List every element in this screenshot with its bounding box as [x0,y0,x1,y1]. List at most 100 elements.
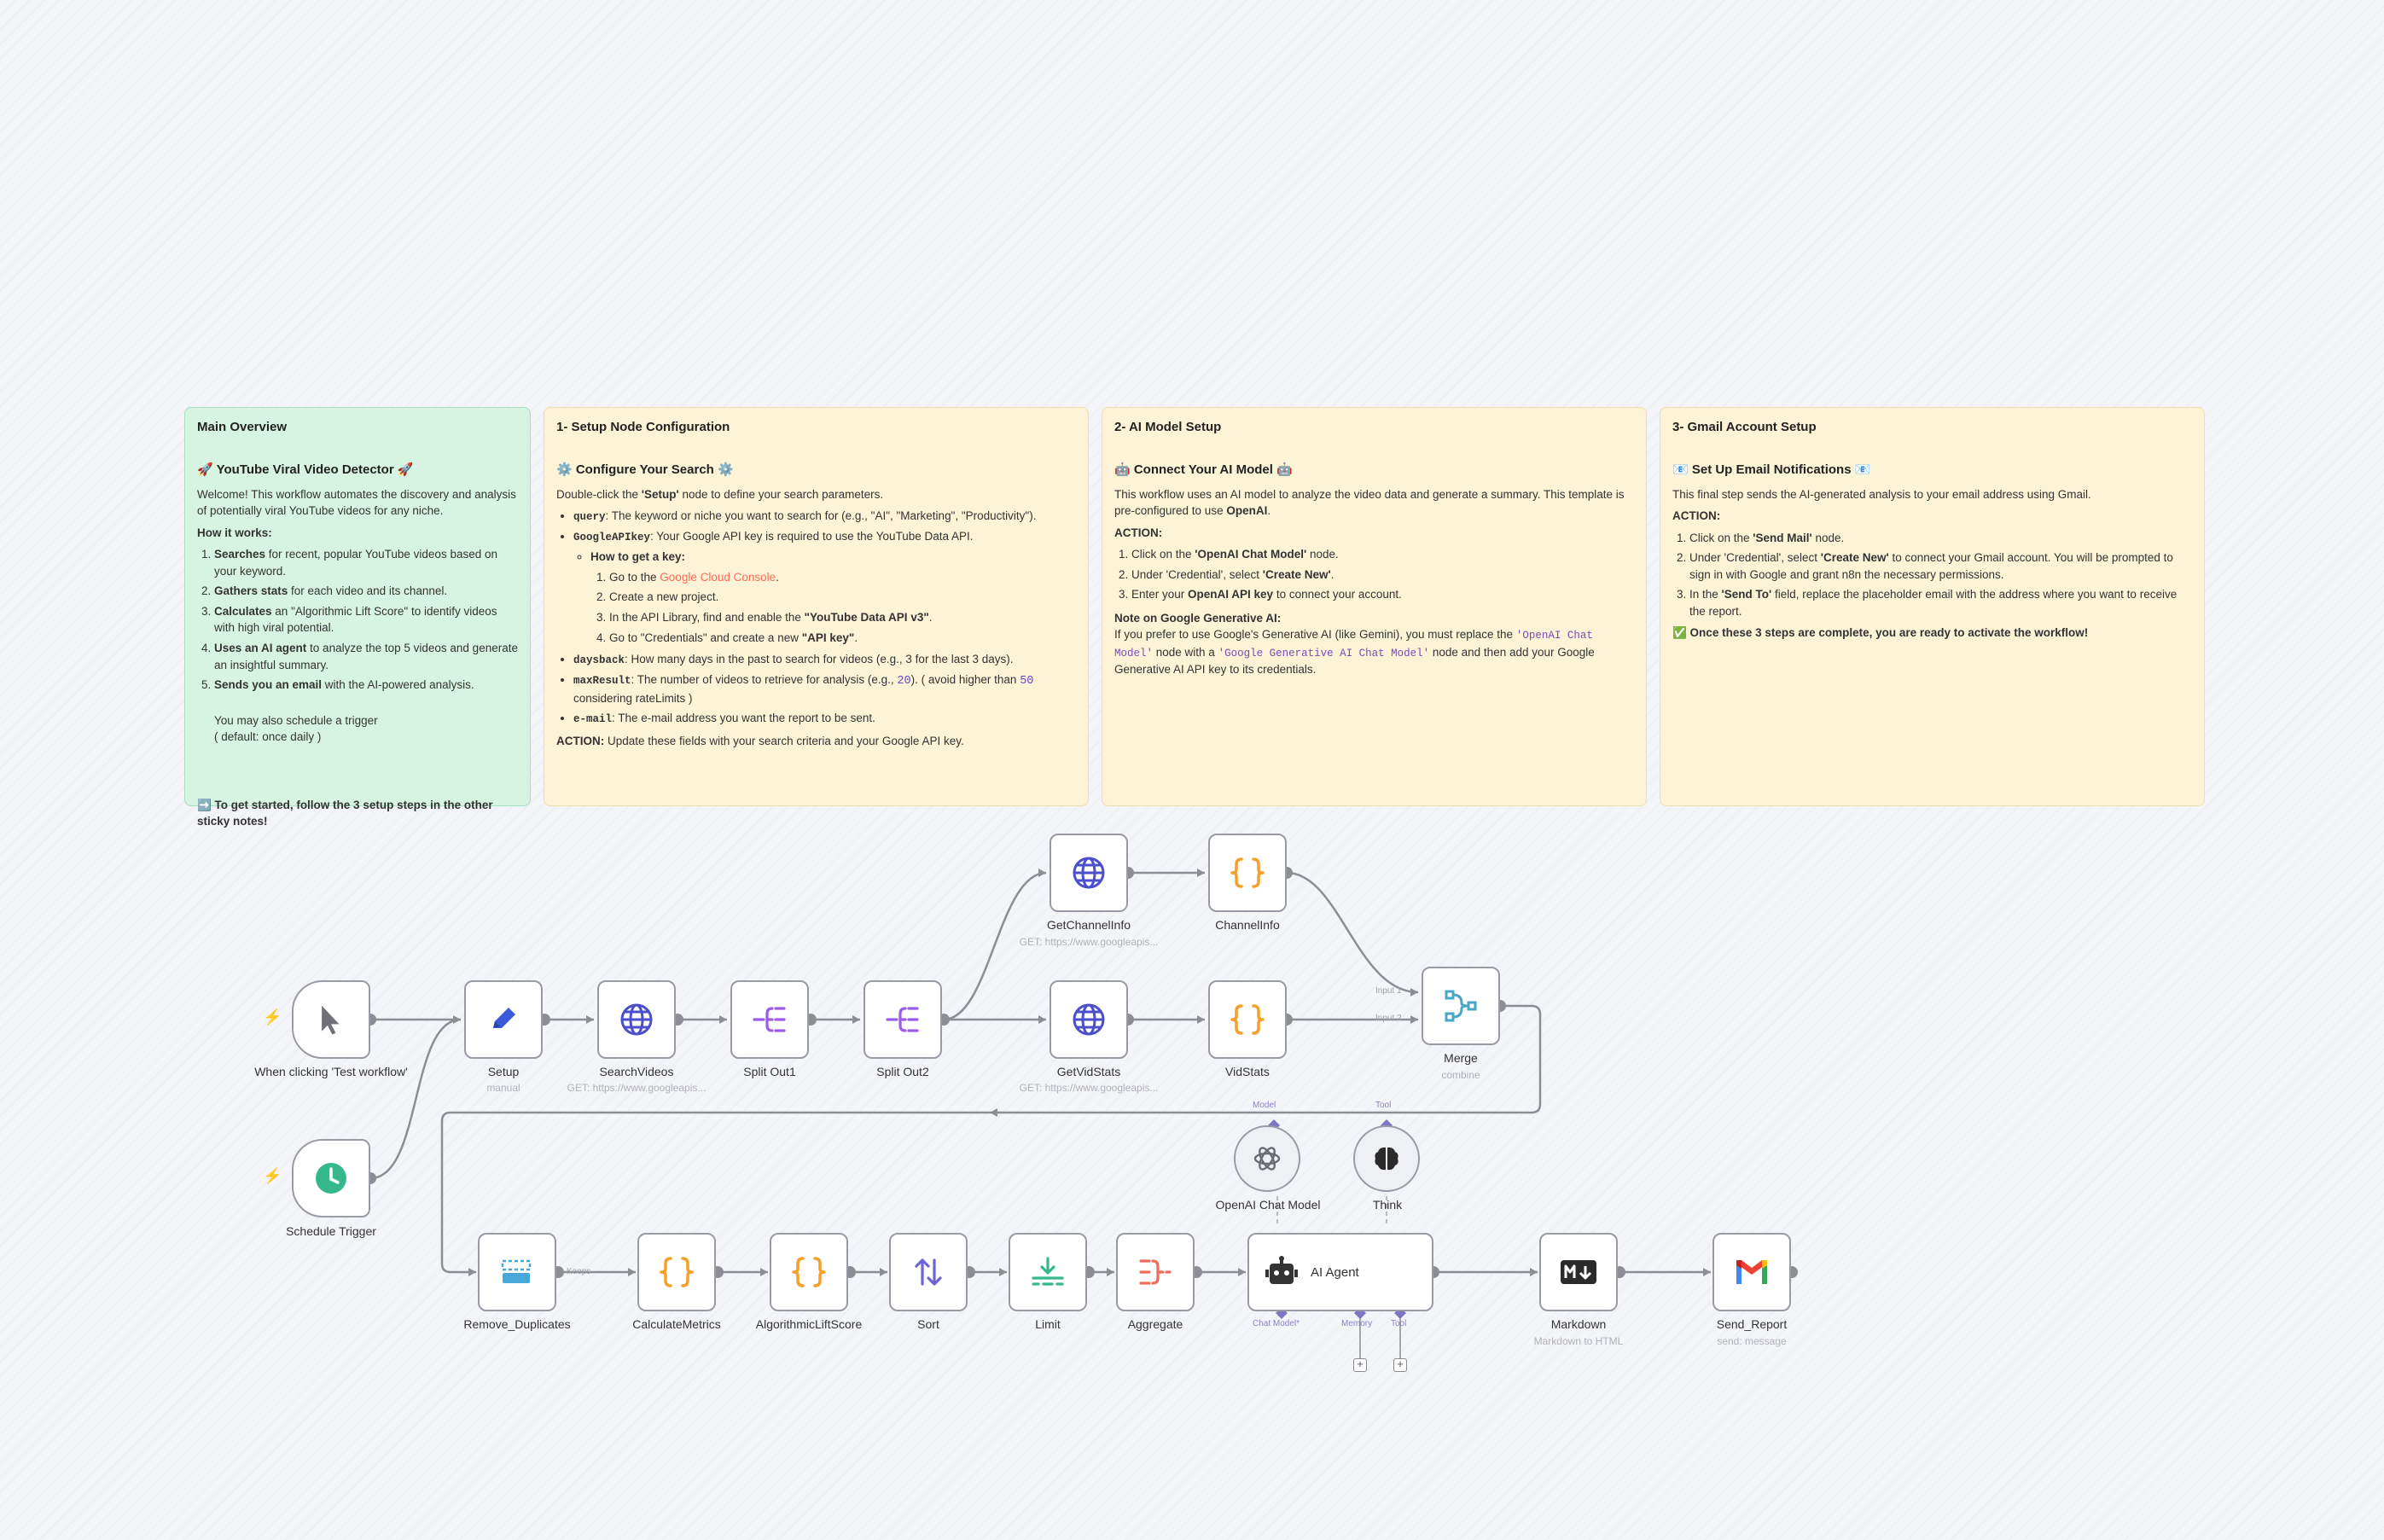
sticky-note-overview[interactable]: Main Overview 🚀 YouTube Viral Video Dete… [184,407,531,828]
brain-icon [1375,1147,1398,1171]
split-icon [886,1007,919,1032]
note-intro: Double-click the 'Setup' node to define … [556,487,884,501]
node-label: Remove_Duplicates [463,1317,571,1331]
list-item: Under 'Credential', select 'Create New'. [1131,567,1634,584]
limit-icon [1032,1257,1064,1286]
node-schedule-trigger[interactable] [292,1139,370,1217]
globe-icon [620,1003,653,1036]
note-heading: 📧 Set Up Email Notifications 📧 [1672,462,1871,477]
node-get-vid-stats[interactable] [1050,980,1128,1059]
node-label: VidStats [1225,1065,1270,1078]
note-heading: 🚀 YouTube Viral Video Detector 🚀 [197,462,414,477]
node-label: When clicking 'Test workflow' [254,1065,408,1078]
node-manual-trigger[interactable] [292,980,370,1059]
node-get-channel-info[interactable] [1050,834,1128,912]
node-sublabel: manual [486,1082,520,1094]
node-calculate-metrics[interactable] [637,1233,716,1311]
node-label: CalculateMetrics [632,1317,721,1331]
node-setup[interactable] [464,980,543,1059]
add-memory-button[interactable]: + [1353,1358,1367,1372]
ai-agent-port-tool: Tool [1391,1319,1407,1328]
list-item: Create a new project. [609,589,1076,606]
aggregate-icon [1139,1259,1172,1285]
node-label: SearchVideos [599,1065,674,1078]
ai-agent-port-memory: Memory [1341,1319,1373,1328]
list-item: daysback: How many days in the past to s… [573,651,1076,668]
node-think[interactable] [1353,1125,1420,1192]
sticky-note-gmail[interactable]: 3- Gmail Account Setup 📧 Set Up Email No… [1660,407,2205,806]
node-vid-stats[interactable] [1208,980,1287,1059]
list-item: Go to "Credentials" and create a new "AP… [609,630,1076,647]
node-label: Limit [1035,1317,1061,1331]
globe-icon [1073,857,1105,889]
node-label: Sort [917,1317,939,1331]
note-body: If you prefer to use Google's Generative… [1114,628,1595,676]
note-title: 3- Gmail Account Setup [1672,420,1817,434]
node-openai-chat-model[interactable] [1234,1125,1300,1192]
node-limit[interactable] [1009,1233,1087,1311]
sticky-note-ai-model[interactable]: 2- AI Model Setup 🤖 Connect Your AI Mode… [1102,407,1647,806]
note-subhead: Note on Google Generative AI: [1114,611,1282,625]
node-split-out1[interactable] [730,980,809,1059]
node-label: Think [1372,1198,1403,1212]
list-item: Enter your OpenAI API key to connect you… [1131,586,1634,603]
note-params-list: query: The keyword or niche you want to … [556,508,1076,727]
merge-input2-label: Input 2 [1375,1014,1402,1023]
note-title: 1- Setup Node Configuration [556,420,730,434]
node-label: GetVidStats [1056,1065,1121,1078]
dedupe-icon [501,1259,532,1283]
node-sublabel: GET: https://www.googleapis... [1019,936,1159,948]
robot-icon [1265,1256,1298,1284]
node-search-videos[interactable] [597,980,676,1059]
note-footer: ✅ Once these 3 steps are complete, you a… [1672,626,2089,640]
sticky-note-setup[interactable]: 1- Setup Node Configuration ⚙️ Configure… [544,407,1089,806]
trigger-bolt-icon: ⚡ [263,1008,282,1026]
merge-input1-label: Input 1 [1375,986,1402,996]
node-merge[interactable] [1422,967,1500,1045]
trigger-bolt-icon: ⚡ [263,1167,282,1184]
note-title: Main Overview [197,420,288,434]
node-send-report[interactable] [1712,1233,1791,1311]
note-intro: This workflow uses an AI model to analyz… [1114,487,1625,518]
code-braces-icon [660,1257,694,1287]
node-ai-agent[interactable]: AI Agent [1247,1233,1433,1311]
gmail-icon [1736,1260,1767,1284]
node-aggregate[interactable] [1116,1233,1195,1311]
node-label: Merge [1444,1051,1478,1065]
remove-duplicates-keeps-label: Keeps [567,1267,591,1276]
openai-port-model: Model [1253,1101,1276,1110]
note-steps-list: Click on the 'Send Mail' node. Under 'Cr… [1672,530,2192,620]
node-sort[interactable] [889,1233,968,1311]
note-steps-list: Searches for recent, popular YouTube vid… [197,546,518,694]
note-how-label: How it works: [197,526,272,539]
list-item: In the 'Send To' field, replace the plac… [1689,586,2192,619]
split-icon [753,1007,786,1032]
google-cloud-console-link[interactable]: Google Cloud Console [660,570,776,584]
list-item: Calculates an "Algorithmic Lift Score" t… [214,603,518,636]
node-remove-duplicates[interactable] [478,1233,556,1311]
node-sublabel: GET: https://www.googleapis... [567,1082,706,1094]
node-algorithmic-lift-score[interactable] [770,1233,848,1311]
node-label: Markdown [1550,1317,1607,1331]
ai-agent-port-chat-model: Chat Model* [1253,1319,1300,1328]
node-label: AlgorithmicLiftScore [755,1317,863,1331]
note-intro: Welcome! This workflow automates the dis… [197,487,516,518]
note-schedule-line2: ( default: once daily ) [214,730,322,744]
node-label: Split Out2 [876,1065,929,1078]
list-item: Go to the Google Cloud Console. [609,569,1076,586]
add-tool-button[interactable]: + [1393,1358,1407,1372]
merge-icon [1445,990,1477,1022]
node-markdown[interactable] [1539,1233,1618,1311]
node-channel-info[interactable] [1208,834,1287,912]
code-braces-icon [792,1257,826,1287]
note-footer: ➡️ To get started, follow the 3 setup st… [197,798,493,828]
node-label: Schedule Trigger [286,1224,376,1238]
pencil-icon [493,1008,515,1028]
list-item: Searches for recent, popular YouTube vid… [214,546,518,579]
node-label: GetChannelInfo [1046,918,1131,932]
markdown-icon [1561,1260,1596,1284]
node-split-out2[interactable] [863,980,942,1059]
list-item: maxResult: The number of videos to retri… [573,671,1076,706]
list-item: Uses an AI agent to analyze the top 5 vi… [214,640,518,673]
